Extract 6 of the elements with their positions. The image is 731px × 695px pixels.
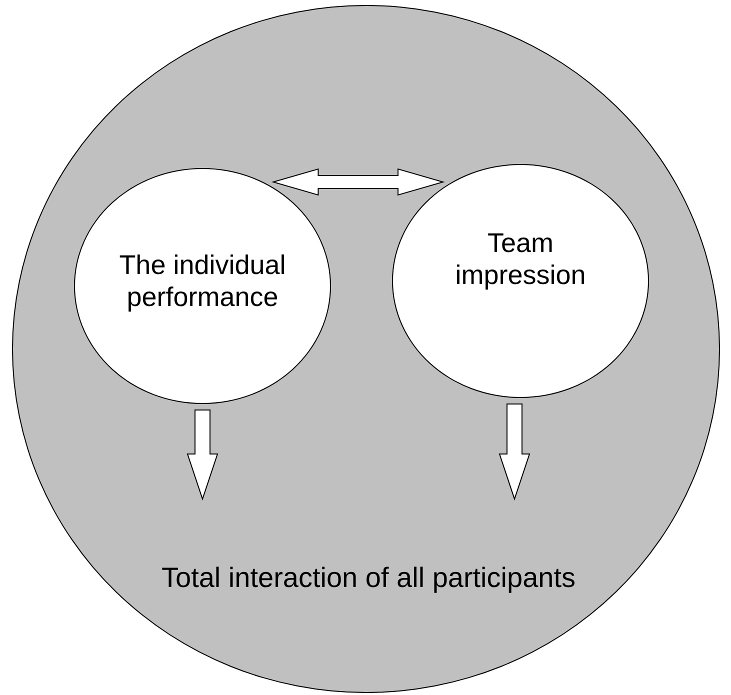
result-label: Total interaction of all participants bbox=[160, 561, 576, 595]
node-label: The individual performance bbox=[118, 249, 287, 314]
down-arrow bbox=[498, 404, 530, 501]
double-arrow bbox=[271, 168, 445, 196]
down-arrow bbox=[186, 410, 218, 501]
node-label: Team impression bbox=[454, 227, 587, 292]
